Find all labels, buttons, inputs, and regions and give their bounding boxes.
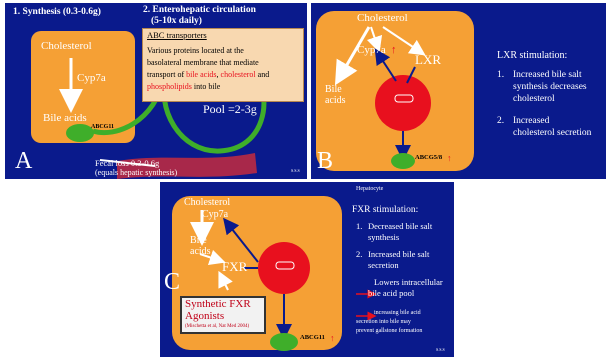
panel-letter-a: A	[15, 148, 33, 174]
cholesterol-to-bile-arrow-b	[334, 26, 371, 86]
bile-to-fxr-arrow-c	[199, 249, 226, 266]
lxr-stim-title: LXR stimulation:	[497, 50, 568, 61]
dna-c	[275, 261, 295, 270]
nucleus-c	[258, 242, 310, 294]
bile-acids-label-b-1: Bile	[325, 84, 342, 95]
note-line-2: secretion into bile may	[356, 319, 411, 325]
lxr-item-1-line-1: Increased bile salt	[513, 70, 582, 80]
pool-label: Pool =2-3g	[203, 102, 257, 116]
fxr-item-1-num: 1.	[356, 221, 363, 231]
agonists-line-1: Synthetic FXR	[185, 298, 251, 310]
dna-b	[394, 94, 414, 103]
callout-bile-acids: bile acids	[186, 70, 217, 79]
panel-a-graphics	[31, 31, 276, 179]
callout-line-3: transport of bile acids, cholesterol and	[147, 70, 270, 79]
lxr-item-1-num: 1.	[497, 70, 505, 80]
nucleus-b	[375, 75, 431, 131]
lxr-to-nucleus-b	[406, 66, 416, 84]
fxr-item-1-line-2: synthesis	[368, 232, 400, 242]
cholesterol-label-b: Cholesterol	[357, 12, 408, 24]
fecal-loss-label: Fecal loss 0.3-0.6g	[95, 158, 160, 168]
abcg58-transporter	[391, 153, 415, 169]
intestine	[117, 153, 257, 179]
abcg58-up-arrow: ↑	[447, 153, 452, 163]
callout-title: ABC transporters	[147, 30, 207, 40]
lxr-item-2-line-2: cholesterol secretion	[513, 128, 592, 138]
nucleus-to-cyp7a-c	[223, 217, 259, 263]
fxr-label: FXR	[222, 259, 248, 274]
hepatic-synthesis-label: (equals hepatic synthesis)	[95, 168, 178, 177]
sns-mark-a: S.S.S	[291, 168, 300, 173]
note-line-3: prevent gallstone formation	[356, 328, 423, 334]
note-line-1: increasing bile acid	[374, 310, 421, 316]
panel-letter-b: B	[317, 148, 334, 174]
cholesterol-label-a: Cholesterol	[41, 40, 92, 52]
bile-acids-label-c-1: Bile	[190, 235, 207, 246]
callout-line-4: phospholipids into bile	[147, 82, 221, 91]
enterohepatic-title: 2. Enterohepatic circulation	[143, 5, 256, 15]
hepatocyte-a	[31, 31, 135, 143]
agonists-line-2: Agonists	[185, 310, 225, 322]
panel-a: 1. Synthesis (0.3-0.6g) 2. Enterohepatic…	[5, 3, 307, 179]
lxr-item-2-line-1: Increased	[513, 116, 550, 126]
bile-acids-label-b-2: acids	[325, 95, 346, 106]
callout-text: and	[255, 70, 270, 79]
nucleus-to-cyp7a-b	[374, 48, 397, 82]
panel-b-graphics	[316, 11, 474, 171]
callout-phospholipids: phospholipids	[147, 82, 192, 91]
bile-acids-label-c-2: acids	[190, 246, 211, 257]
callout-text: into bile	[191, 82, 221, 91]
panel-letter-c: C	[164, 269, 181, 295]
cholesterol-to-lxr-arrow-b	[382, 26, 426, 56]
agonist-arrow	[218, 270, 233, 291]
fxr-item-3-line-1: Lowers intracellular	[374, 277, 443, 287]
lxr-item-2-num: 2.	[497, 116, 505, 126]
abcg11-label-a: ABCG11	[91, 124, 115, 130]
abcg11-transporter-c	[270, 333, 298, 351]
abcg11-up-arrow-c: ↑	[330, 333, 335, 343]
cholesterol-to-cyp7a-arrow-b	[366, 26, 383, 53]
fecal-loss-line	[99, 159, 156, 167]
cyp7a-label-b: Cyp7a	[357, 44, 386, 56]
fxr-item-3-line-2: bile acid pool	[368, 288, 415, 298]
fxr-item-2-num: 2.	[356, 249, 363, 259]
callout-cholesterol: cholesterol	[220, 70, 256, 79]
lxr-label: LXR	[415, 52, 441, 67]
lxr-item-1-line-3: cholesterol	[513, 94, 555, 104]
abcg58-label: ABCG5/8	[415, 154, 443, 161]
abc-transporters-callout: ABC transporters Various proteins locate…	[142, 28, 304, 102]
lxr-item-1-line-2: synthesis decreases	[513, 82, 587, 92]
synthesis-title: 1. Synthesis (0.3-0.6g)	[13, 7, 101, 17]
callout-text: transport of	[147, 70, 187, 79]
cyp7a-label-a: Cyp7a	[77, 72, 106, 84]
callout-line-1: Various proteins located at the	[147, 46, 244, 55]
callout-line-2: basolateral membrane that mediate	[147, 58, 259, 67]
fxr-item-1-line-1: Decreased bile salt	[368, 221, 433, 231]
sns-mark-c: S.S.S	[436, 347, 445, 352]
bile-acids-label-a: Bile acids	[43, 112, 87, 124]
callout-text: ,	[216, 70, 221, 79]
cholesterol-label-c: Cholesterol	[184, 197, 231, 208]
abcg11-label-c: ABCG11	[300, 334, 325, 341]
synthetic-fxr-agonists-box: Synthetic FXR Agonists (Mischetta et al,…	[180, 296, 266, 334]
fxr-stim-title: FXR stimulation:	[352, 205, 419, 215]
enterohepatic-subtitle: (5-10x daily)	[151, 16, 202, 26]
citation: (Mischetta et al, Nat Med 2004)	[185, 324, 250, 329]
fxr-item-2-line-1: Increased bile salt	[368, 249, 430, 259]
panel-b: Cholesterol Cyp7a ↑ LXR Bile acids ABCG5…	[311, 3, 606, 179]
fxr-item-2-line-2: secretion	[368, 260, 399, 270]
hepatocyte-label: Hepatocyte	[356, 186, 384, 192]
cyp7a-up-arrow-b: ↑	[391, 44, 397, 56]
cyp7a-label-c: Cyp7a	[202, 209, 229, 220]
panel-c: Hepatocyte Cholesterol Cyp7a Bile acids …	[160, 182, 454, 357]
abcg11-transporter	[66, 124, 94, 142]
